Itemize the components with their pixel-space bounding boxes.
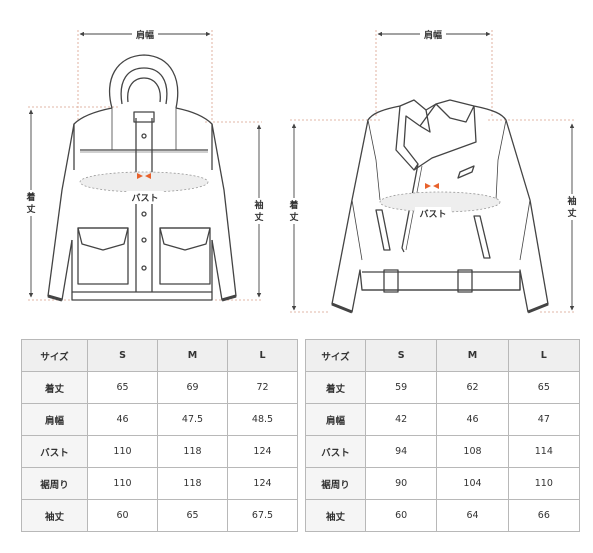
table-header-row: サイズ S M L (305, 339, 581, 372)
table-cell: 67.5 (227, 499, 298, 532)
table-cell: 124 (227, 467, 298, 500)
table-row: 肩幅 42 46 47 (305, 403, 581, 436)
header-cell: L (507, 339, 581, 372)
table-row: 袖丈 60 64 66 (305, 499, 581, 532)
row-label: 裾周り (305, 467, 366, 500)
parka-sleeve-label-1: 袖 (253, 199, 263, 211)
table-row: 袖丈 60 65 67.5 (21, 499, 298, 532)
table-cell: 65 (507, 371, 581, 404)
garment-diagrams: 肩幅 着 丈 袖 丈 バスト (25, 29, 577, 314)
table-cell: 114 (507, 435, 581, 468)
table-cell: 47 (507, 403, 581, 436)
parka-length-label-2: 丈 (26, 203, 35, 215)
jacket-bust-label: バスト (419, 209, 446, 220)
table-cell: 108 (436, 435, 509, 468)
jacket-shoulder-label: 肩幅 (423, 29, 442, 41)
row-label: 肩幅 (21, 403, 88, 436)
table-cell: 65 (157, 499, 228, 532)
table-cell: 124 (227, 435, 298, 468)
table-cell: 62 (436, 371, 509, 404)
table-cell: 46 (87, 403, 158, 436)
jacket-sleeve-label-1: 袖 (566, 195, 576, 207)
jacket-bust-marker (425, 183, 439, 189)
table-cell: 60 (87, 499, 158, 532)
table-cell: 42 (364, 403, 438, 436)
row-label: 袖丈 (305, 499, 366, 532)
header-cell: サイズ (305, 339, 366, 372)
table-cell: 110 (87, 467, 158, 500)
table-cell: 60 (364, 499, 438, 532)
jacket-size-table: サイズ S M L 着丈 59 62 65 肩幅 42 46 47 バスト 94… (305, 339, 581, 532)
header-cell: サイズ (21, 339, 88, 372)
table-row: バスト 94 108 114 (305, 435, 581, 468)
biker-jacket-illustration (290, 30, 575, 314)
row-label: 肩幅 (305, 403, 366, 436)
table-cell: 72 (227, 371, 298, 404)
jacket-bust-ellipse (379, 191, 501, 213)
row-label: バスト (305, 435, 366, 468)
table-cell: 69 (157, 371, 228, 404)
table-cell: 118 (157, 467, 228, 500)
table-row: 着丈 59 62 65 (305, 371, 581, 404)
table-cell: 90 (364, 467, 438, 500)
table-cell: 118 (157, 435, 228, 468)
parka-size-table: サイズ S M L 着丈 65 69 72 肩幅 46 47.5 48.5 バス… (21, 339, 298, 532)
parka-shoulder-label: 肩幅 (135, 29, 154, 41)
table-cell: 46 (436, 403, 509, 436)
row-label: 袖丈 (21, 499, 88, 532)
table-cell: 59 (364, 371, 438, 404)
header-cell: M (436, 339, 509, 372)
row-label: 着丈 (21, 371, 88, 404)
parka-illustration (28, 30, 262, 302)
header-cell: L (227, 339, 298, 372)
row-label: 着丈 (305, 371, 366, 404)
table-cell: 110 (507, 467, 581, 500)
parka-bust-label: バスト (131, 193, 158, 204)
header-cell: S (364, 339, 438, 372)
jacket-sleeve-label-2: 丈 (567, 207, 576, 219)
table-row: 裾周り 110 118 124 (21, 467, 298, 500)
parka-length-label-1: 着 (25, 191, 35, 203)
table-cell: 110 (87, 435, 158, 468)
parka-bust-ellipse (79, 171, 209, 193)
table-row: 肩幅 46 47.5 48.5 (21, 403, 298, 436)
table-header-row: サイズ S M L (21, 339, 298, 372)
header-cell: S (87, 339, 158, 372)
table-cell: 94 (364, 435, 438, 468)
table-cell: 104 (436, 467, 509, 500)
table-cell: 66 (507, 499, 581, 532)
table-row: 着丈 65 69 72 (21, 371, 298, 404)
table-cell: 48.5 (227, 403, 298, 436)
row-label: 裾周り (21, 467, 88, 500)
parka-bust-marker (137, 173, 151, 179)
parka-sleeve-label-2: 丈 (254, 211, 263, 223)
row-label: バスト (21, 435, 88, 468)
table-row: バスト 110 118 124 (21, 435, 298, 468)
jacket-length-label-2: 丈 (289, 211, 298, 223)
jacket-length-label-1: 着 (288, 199, 298, 211)
table-cell: 47.5 (157, 403, 228, 436)
header-cell: M (157, 339, 228, 372)
table-row: 裾周り 90 104 110 (305, 467, 581, 500)
table-cell: 64 (436, 499, 509, 532)
table-cell: 65 (87, 371, 158, 404)
